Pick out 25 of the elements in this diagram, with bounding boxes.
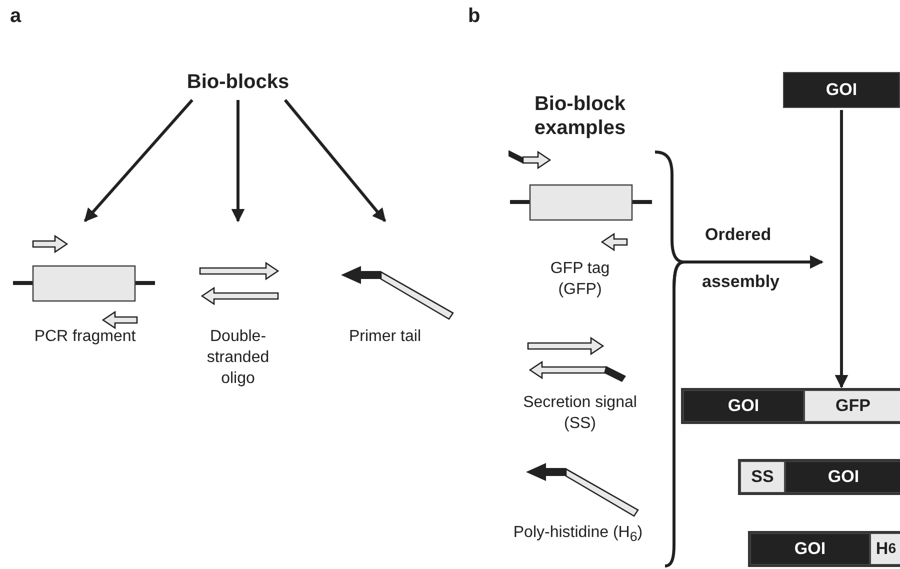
- block-label: Secretion signal (SS): [522, 393, 638, 434]
- panel-letter: b: [468, 5, 480, 28]
- block-label: PCR fragment: [33, 327, 137, 347]
- heading: Bio-block examples: [533, 92, 627, 140]
- arrow: [231, 100, 245, 222]
- arrow: [834, 110, 848, 388]
- step-label: assembly: [702, 272, 780, 292]
- arrow: [284, 99, 386, 222]
- segment-label: GOI: [750, 533, 870, 565]
- construct-bar: [738, 459, 900, 495]
- heading: Bio-blocks: [186, 70, 290, 94]
- block-label: Poly-histidine (H$_{6}$): [513, 523, 643, 546]
- step-label: Ordered: [705, 225, 772, 245]
- block-label: GFP tag (GFP): [549, 259, 611, 300]
- construct-bar: [681, 388, 900, 424]
- panel-letter: a: [10, 5, 22, 28]
- block-label: Primer tail: [348, 327, 422, 347]
- block-label: Double-stranded oligo: [206, 327, 270, 389]
- segment-label: GOI: [785, 461, 900, 493]
- segment-label: SS: [740, 461, 785, 493]
- segment-label: GOI: [783, 72, 900, 108]
- segment-label: GFP: [804, 390, 900, 422]
- arrow: [84, 99, 194, 222]
- segment-label: GOI: [683, 390, 804, 422]
- construct-bar: [748, 531, 900, 567]
